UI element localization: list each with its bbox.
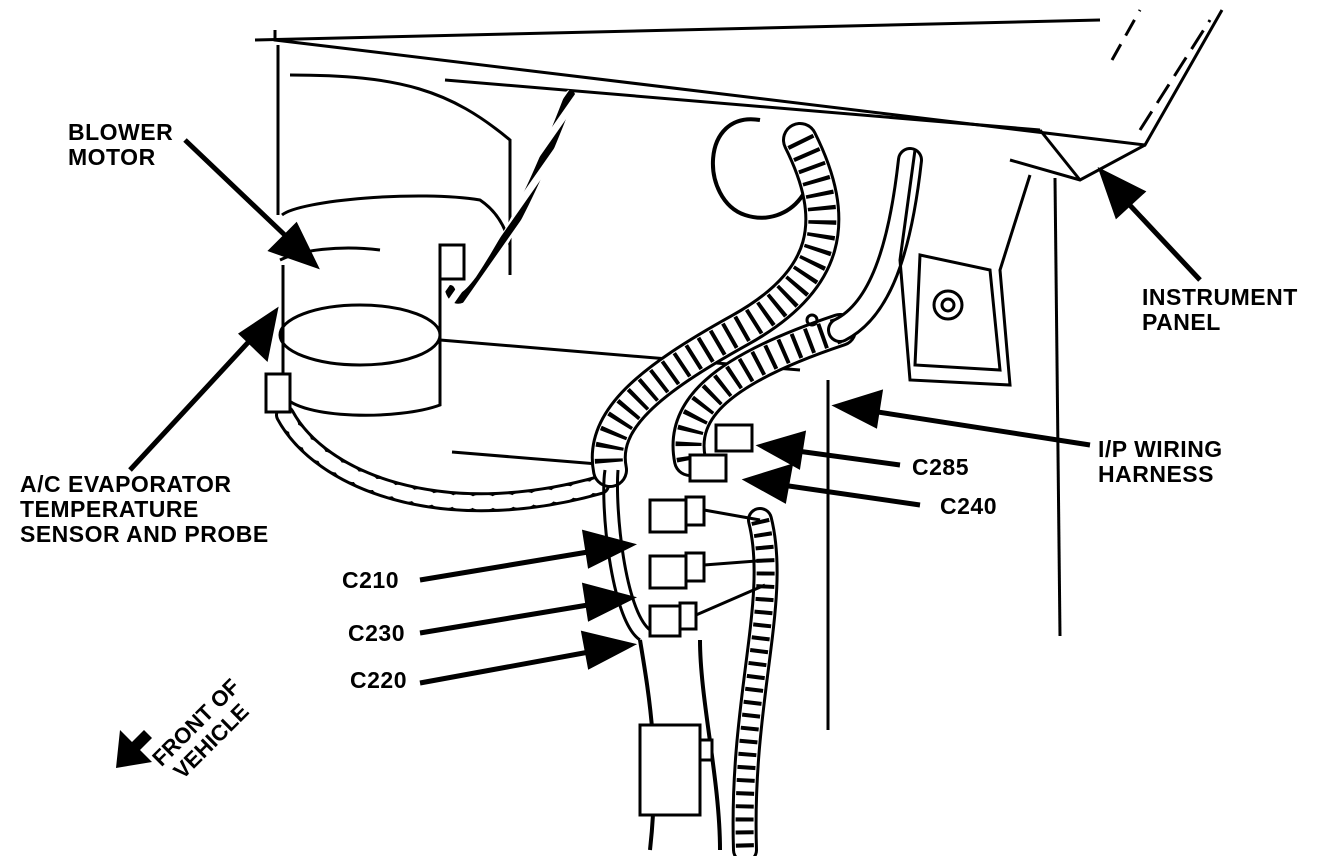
sensor-harness	[264, 372, 610, 513]
label-c210: C210	[342, 567, 399, 593]
label-ip-wiring-harness: I/P WIRING HARNESS	[1098, 436, 1223, 487]
arrow-c210	[419, 529, 638, 583]
front-arrow-icon	[116, 730, 152, 768]
label-c240: C240	[940, 493, 997, 519]
blower-harness	[438, 90, 575, 304]
arrow-evap-sensor	[128, 306, 279, 472]
arrow-c230	[419, 582, 638, 636]
arrow-c285	[755, 430, 901, 470]
arrow-c240	[741, 463, 921, 508]
label-instrument-panel: INSTRUMENT PANEL	[1142, 284, 1298, 335]
label-evap-sensor: A/C EVAPORATOR TEMPERATURE SENSOR AND PR…	[20, 471, 269, 547]
arrow-c220	[419, 630, 638, 686]
front-of-vehicle-indicator: FRONT OF VEHICLE	[100, 674, 290, 784]
leader-arrows	[128, 138, 1202, 686]
label-c230: C230	[348, 620, 405, 646]
label-c220: C220	[350, 667, 407, 693]
label-blower-motor: BLOWER MOTOR	[68, 119, 174, 170]
bracket	[805, 149, 1032, 387]
instrument-panel	[254, 9, 1224, 730]
arrow-blower-motor	[183, 138, 320, 270]
connectors	[602, 423, 771, 817]
arrow-instrument-panel	[1097, 167, 1202, 282]
label-c285: C285	[912, 454, 969, 480]
arrow-ip-wiring-harness	[831, 389, 1091, 448]
